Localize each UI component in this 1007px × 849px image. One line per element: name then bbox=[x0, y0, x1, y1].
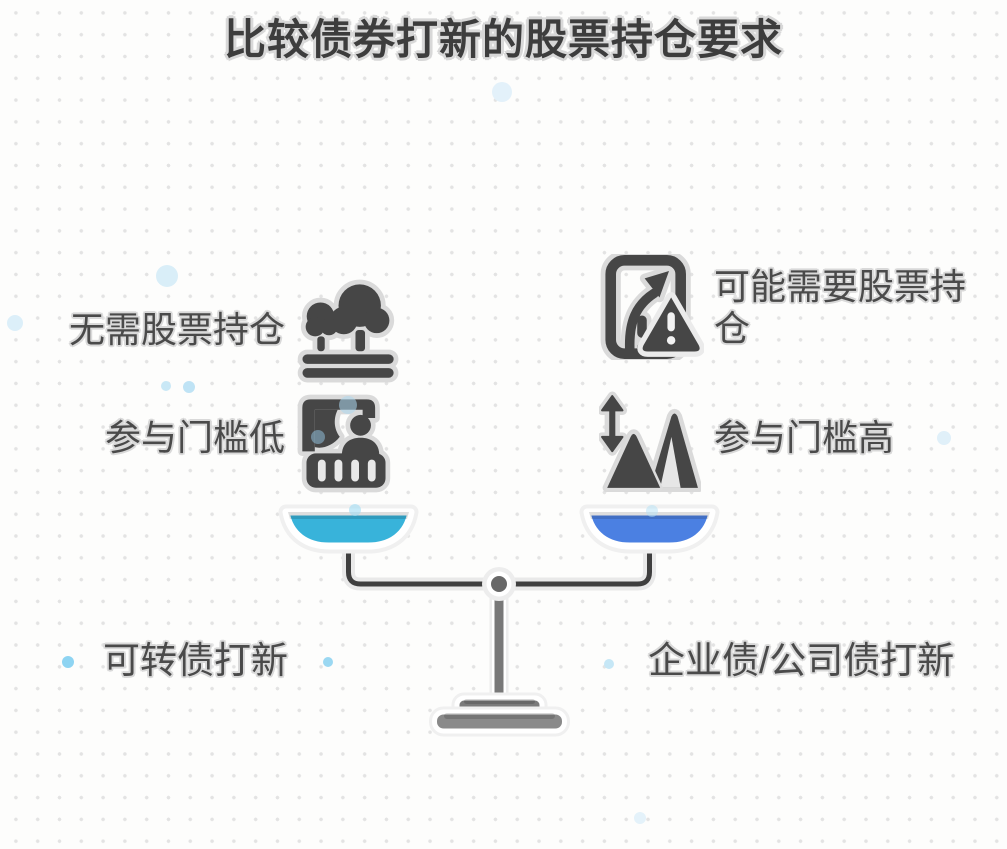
mountain-notch bbox=[660, 436, 681, 488]
balance-scale bbox=[278, 504, 720, 737]
decor-dot bbox=[339, 396, 357, 414]
base-bottom bbox=[429, 706, 570, 737]
park-trees-icon bbox=[294, 277, 400, 383]
decor-dot bbox=[183, 381, 195, 393]
small-mountain bbox=[604, 431, 663, 491]
right-point-1-label: 可能需要股票持仓 bbox=[714, 266, 967, 349]
left-bottom-label: 可转债打新 bbox=[103, 640, 288, 681]
page-title: 比较债券打新的股票持仓要求 bbox=[223, 16, 783, 63]
mountains-height-icon bbox=[599, 391, 701, 492]
decor-dot bbox=[311, 430, 325, 444]
left-pan bbox=[278, 504, 419, 554]
decor-dot bbox=[323, 657, 333, 667]
railing-slots bbox=[317, 459, 376, 482]
big-mountain bbox=[650, 413, 698, 488]
decor-dot bbox=[62, 656, 74, 668]
warning-triangle bbox=[637, 292, 704, 357]
decor-dot bbox=[937, 431, 951, 445]
decor-dot bbox=[604, 659, 614, 669]
left-point-1-label: 无需股票持仓 bbox=[68, 309, 285, 350]
decor-dot bbox=[349, 504, 361, 516]
decor-dot bbox=[634, 812, 646, 824]
updown-arrow bbox=[601, 395, 624, 453]
left-point-2-label: 参与门槛低 bbox=[104, 417, 285, 458]
pivot bbox=[482, 567, 516, 601]
right-pan bbox=[579, 504, 720, 554]
decor-dot bbox=[7, 315, 23, 331]
right-bottom-label: 企业债/公司债打新 bbox=[648, 640, 955, 681]
decor-dot bbox=[646, 505, 658, 517]
decor-dot bbox=[156, 265, 178, 287]
decor-dot bbox=[161, 381, 171, 391]
right-point-2-label: 参与门槛高 bbox=[714, 417, 895, 458]
decor-dot bbox=[492, 82, 512, 102]
balcony-person-icon bbox=[294, 391, 398, 495]
route-warning-icon bbox=[600, 254, 704, 360]
